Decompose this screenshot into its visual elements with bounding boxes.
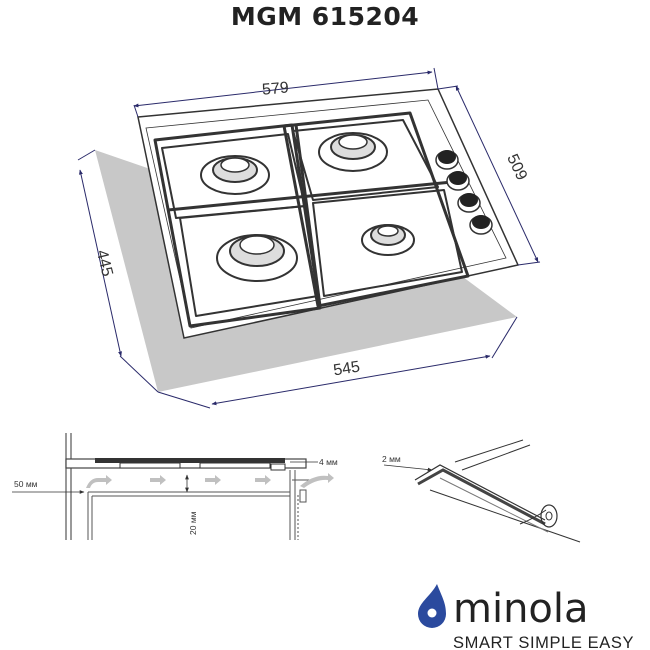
burners — [200, 132, 415, 282]
burner-rear-right — [318, 132, 388, 172]
dim-579: 579 — [261, 79, 289, 98]
burner-front-right — [361, 224, 415, 256]
label-2mm: 2 мм — [382, 454, 401, 464]
brand-tagline: SMART SIMPLE EASY — [453, 634, 634, 650]
brand-logo: minola SMART SIMPLE EASY — [418, 584, 634, 650]
knob-3 — [457, 193, 481, 213]
pan-supports — [153, 111, 470, 328]
dim-545: 545 — [332, 358, 361, 379]
seal-detail — [383, 439, 581, 543]
dim-509: 509 — [503, 152, 530, 183]
knob-1 — [435, 150, 459, 170]
burner-front-left — [216, 234, 298, 282]
dimension-lines — [77, 67, 541, 409]
knob-4 — [469, 215, 493, 235]
burner-rear-left — [200, 155, 270, 195]
label-50mm: 50 мм — [14, 479, 38, 489]
knob-2 — [446, 171, 470, 191]
model-title: MGM 615204 — [230, 2, 420, 31]
installation-section — [12, 433, 334, 540]
dim-445: 445 — [93, 248, 116, 278]
water-drop-icon — [418, 584, 446, 628]
airflow-arrows — [86, 473, 334, 488]
label-4mm: 4 мм — [319, 457, 338, 467]
brand-name: minola — [453, 586, 589, 632]
label-20mm: 20 мм — [188, 511, 198, 535]
